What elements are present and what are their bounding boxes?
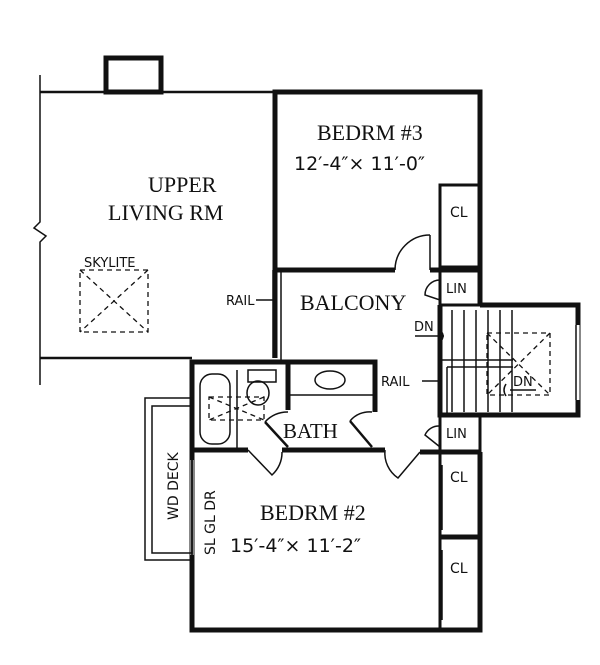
sliding-door-label: SL GL DR xyxy=(203,490,219,555)
chimney xyxy=(103,55,164,95)
upper-living-room-walls xyxy=(32,75,275,385)
bedroom-3-label: BEDRM #3 xyxy=(317,120,423,145)
dn-top-label: DN xyxy=(414,320,434,335)
lin-top-label: LIN xyxy=(446,282,467,297)
bedroom-2-label: BEDRM #2 xyxy=(260,500,366,525)
rail-stair-label: RAIL xyxy=(381,375,410,390)
skylight-label: SKYLITE xyxy=(84,256,136,271)
upper-living-label-2: LIVING RM xyxy=(108,200,224,225)
dn-stair-label: DN xyxy=(513,375,533,390)
deck-label: WD DECK xyxy=(166,452,182,520)
bedroom-3-walls xyxy=(272,89,483,358)
bedroom-2-size: 15′-4″× 11′-2″ xyxy=(230,535,361,557)
linen-closet-top xyxy=(438,268,482,307)
wood-deck xyxy=(144,397,193,561)
closet-bedrm3-label: CL xyxy=(450,205,468,221)
rail-left-label: RAIL xyxy=(226,294,255,309)
balcony-rail xyxy=(272,270,282,362)
closet-bedrm2-a-label: CL xyxy=(450,470,468,486)
upper-living-label-1: UPPER xyxy=(148,172,217,197)
closet-bedrm2-b-label: CL xyxy=(450,561,468,577)
bedroom-3-size: 12′-4″× 11′-0″ xyxy=(294,153,425,175)
bath-label: BATH xyxy=(283,419,338,443)
balcony-label: BALCONY xyxy=(300,290,406,315)
lin-bottom-label: LIN xyxy=(446,427,467,442)
bath-walls xyxy=(189,359,385,558)
skylight xyxy=(79,269,149,333)
stairwell xyxy=(415,302,581,418)
